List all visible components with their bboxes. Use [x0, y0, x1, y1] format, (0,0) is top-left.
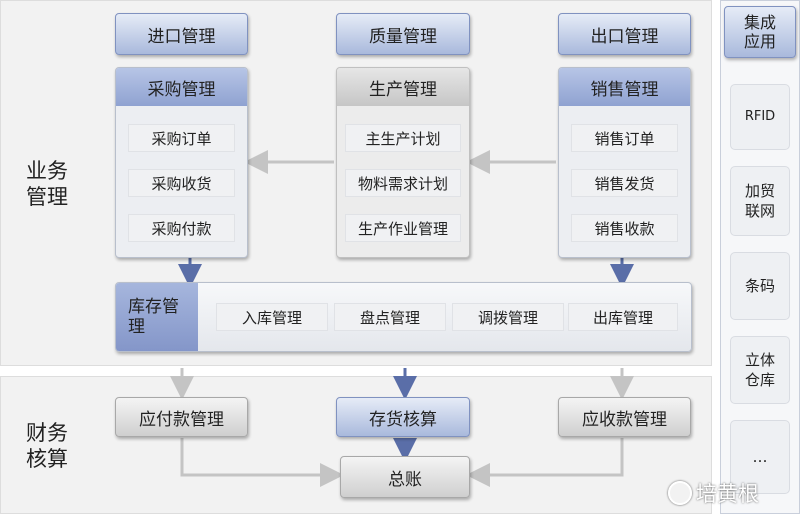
- inventory-title[interactable]: 库存管理: [116, 283, 198, 351]
- connector-arrows: [170, 150, 634, 487]
- purchase-item[interactable]: 采购收货: [128, 169, 235, 197]
- section-business: 业务管理: [26, 159, 68, 209]
- production-item[interactable]: 生产作业管理: [345, 214, 461, 242]
- purchase-title[interactable]: 采购管理: [116, 68, 247, 106]
- sales-title[interactable]: 销售管理: [559, 68, 690, 106]
- purchase-item[interactable]: 采购订单: [128, 124, 235, 152]
- import-management-box[interactable]: 进口管理: [115, 13, 248, 55]
- inventory-item[interactable]: 盘点管理: [334, 303, 446, 331]
- inventory-item[interactable]: 调拨管理: [452, 303, 564, 331]
- production-item[interactable]: 物料需求计划: [345, 169, 461, 197]
- sidebar-item-rfid[interactable]: RFID: [730, 84, 790, 150]
- inventory-bar: 库存管理 入库管理 盘点管理 调拨管理 出库管理: [115, 282, 692, 352]
- receivable-management-box[interactable]: 应收款管理: [558, 397, 691, 437]
- watermark-logo-icon: [668, 481, 692, 505]
- watermark-text: 培黄根: [696, 482, 759, 506]
- production-item[interactable]: 主生产计划: [345, 124, 461, 152]
- inventory-item[interactable]: 出库管理: [568, 303, 678, 331]
- purchase-item[interactable]: 采购付款: [128, 214, 235, 242]
- sidebar-item-more[interactable]: …: [730, 420, 790, 494]
- quality-management-box[interactable]: 质量管理: [336, 13, 470, 55]
- sales-item[interactable]: 销售收款: [571, 214, 678, 242]
- sales-item[interactable]: 销售发货: [571, 169, 678, 197]
- production-column: 生产管理 主生产计划 物料需求计划 生产作业管理: [336, 67, 470, 258]
- general-ledger-box[interactable]: 总账: [340, 456, 470, 498]
- sidebar-item-trade-network[interactable]: 加贸联网: [730, 166, 790, 236]
- production-title[interactable]: 生产管理: [337, 68, 469, 106]
- sales-column: 销售管理 销售订单 销售发货 销售收款: [558, 67, 691, 258]
- sidebar-item-3d-warehouse[interactable]: 立体仓库: [730, 336, 790, 404]
- inventory-accounting-box[interactable]: 存货核算: [336, 397, 470, 437]
- payable-management-box[interactable]: 应付款管理: [115, 397, 248, 437]
- inventory-item[interactable]: 入库管理: [216, 303, 328, 331]
- export-management-box[interactable]: 出口管理: [558, 13, 691, 55]
- watermark: 培黄根: [668, 478, 759, 508]
- sidebar-title: 集成应用: [724, 6, 796, 58]
- sidebar-item-barcode[interactable]: 条码: [730, 252, 790, 320]
- sales-item[interactable]: 销售订单: [571, 124, 678, 152]
- section-finance: 财务核算: [26, 421, 68, 471]
- purchase-column: 采购管理 采购订单 采购收货 采购付款: [115, 67, 248, 258]
